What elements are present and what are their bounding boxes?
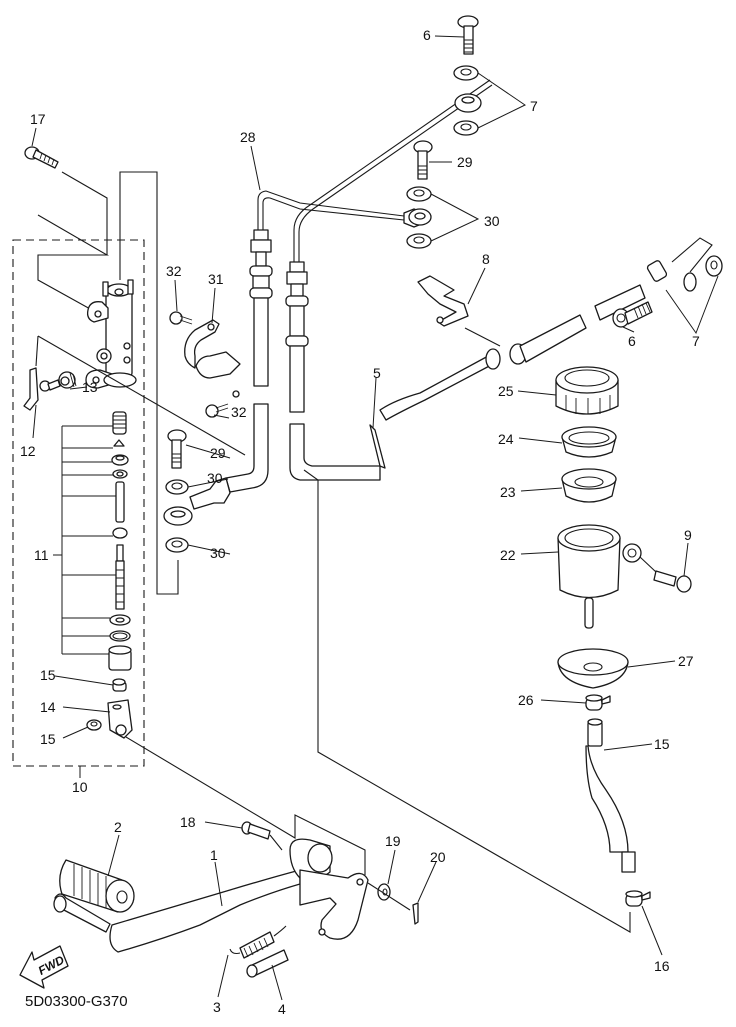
callout-6-top: 6 [423,27,431,43]
callout-15-upper: 15 [40,667,56,683]
screw-32-upper [169,311,193,325]
catalog-code: 5D03300-G370 [25,993,128,1010]
reservoir-cover-27 [557,648,629,689]
gasket-7-top-lower [453,120,479,136]
callout-19: 18 [180,814,196,830]
pipe-clamp-31 [184,319,241,398]
o-ring-13 [58,371,77,389]
joint-to-pedal-guide [125,736,366,875]
hose-joint-12 [23,367,61,411]
callout-28: 28 [240,129,256,145]
master-cylinder-body [85,279,137,389]
reservoir-cap-25 [555,366,619,415]
callout-11: 11 [34,547,49,563]
master-cylinder-kit-11 [108,411,132,671]
diaphragm-holder-24 [561,426,617,458]
union-bolt-6-top [457,15,479,55]
gasket-30-upper-a [406,186,432,202]
kit-11-bracket [53,425,116,655]
collar-4 [246,949,289,978]
hose-clip-26 [585,694,611,711]
master-cylinder-assembly-box [12,239,145,767]
gasket-30-lower-b [165,537,189,553]
hose-lower-left [163,403,269,526]
callout-26: 26 [518,692,534,708]
brake-pipe-28 [249,79,493,413]
callout-30-lower-a: 30 [207,470,223,486]
nut-15-lower [86,719,102,731]
guide-line-short [35,335,39,367]
callout-32-lower: 32 [231,404,247,420]
callout-7-right: 7 [692,333,700,349]
callout-25: 25 [498,383,514,399]
pin-19 [241,821,271,840]
callout-2: 2 [114,819,122,835]
nut-15-upper [112,678,127,692]
brake-pedal-1 [53,838,369,953]
bolt-guide-line [61,171,108,255]
callout-30-lower-b: 30 [210,545,226,561]
callout-4: 4 [278,1001,286,1017]
bolt-9 [653,570,692,593]
bracket-guide-line [37,214,110,311]
hose-holder-guide [464,327,501,347]
gasket-7-top-upper [453,65,479,81]
callout-30-upper: 30 [484,213,500,229]
assembly-guide-line [119,171,179,595]
callout-24: 24 [498,431,514,447]
callout-12: 12 [20,443,36,459]
callout-9: 9 [684,527,692,543]
callout-13: 13 [82,379,98,395]
callout-18: 17 [30,111,46,127]
callout-20: 19 [385,833,401,849]
callout-8: 8 [482,251,490,267]
return-spring-3 [229,925,287,959]
pin-19-guide [269,834,283,851]
hose-holder-8 [417,275,469,327]
joint-14 [107,699,133,739]
callout-17: 16 [654,958,670,974]
callout-29-upper: 29 [457,154,473,170]
union-bolt-29-lower [167,429,187,469]
callout-16: 15 [654,736,670,752]
union-bolt-6-right [612,301,653,328]
diaphragm-23 [561,468,617,503]
reservoir-tank-22 [557,524,642,629]
washer-20 [377,883,391,901]
gasket-30-lower-a [165,479,189,495]
callout-23: 23 [500,484,516,500]
leader-lines [31,35,719,1001]
callout-32-upper: 32 [166,263,182,279]
callout-7-top: 7 [530,98,538,114]
reservoir-hose-16 [585,718,636,873]
forward-direction-marker: FWD [19,945,69,989]
screw-32-lower [205,403,229,418]
callout-31: 31 [208,271,224,287]
hose-clip-17 [625,890,651,907]
brake-hose-5 [369,237,723,469]
callout-29-lower: 29 [210,445,226,461]
callout-3: 3 [213,999,221,1015]
callout-10: 10 [72,779,88,795]
callout-6-right: 6 [628,333,636,349]
pedal-rubber-2 [59,859,135,913]
guide-line-diagonal [37,335,246,456]
washer-20-guide [367,882,411,911]
cotter-pin-21 [412,902,419,925]
bolt-18 [24,146,59,169]
gasket-30-upper-b [406,233,432,249]
callout-22: 22 [500,547,516,563]
callout-15-lower: 15 [40,731,56,747]
bolt-9-guide [639,556,657,573]
callout-27: 27 [678,653,694,669]
callout-21: 20 [430,849,446,865]
callout-1: 1 [210,847,218,863]
callout-14: 14 [40,699,56,715]
callout-labels: 17 28 32 31 32 29 30 30 6 7 29 30 8 7 6 … [20,27,700,1017]
union-bolt-29-upper [413,140,433,180]
callout-5: 5 [373,365,381,381]
